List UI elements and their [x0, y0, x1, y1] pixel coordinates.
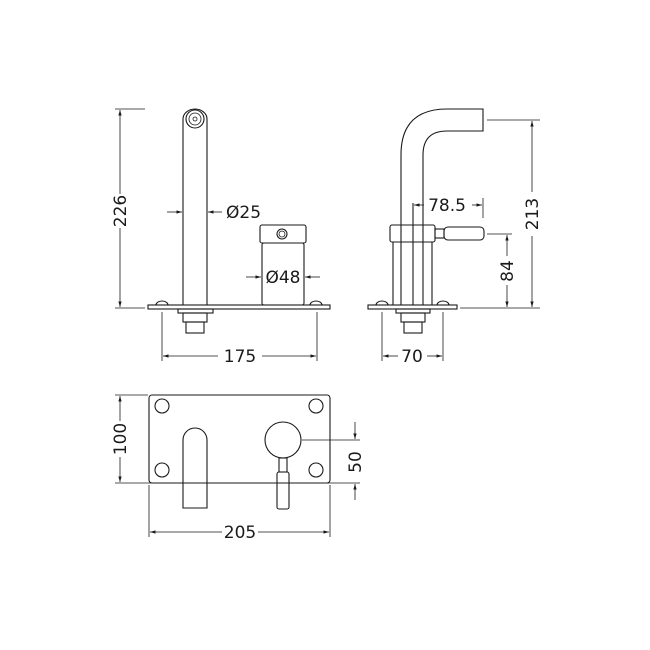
dim-plan-width: 205	[224, 523, 256, 543]
side-spout	[400, 108, 484, 305]
dim-handle-diameter: Ø48	[265, 268, 300, 288]
side-lever-stem	[434, 228, 445, 239]
plan-lever	[276, 471, 290, 510]
front-lever-end	[276, 228, 288, 240]
side-base-plate	[367, 304, 458, 310]
front-tail	[185, 321, 205, 334]
side-handle-body	[392, 242, 433, 305]
plan-lever-stem	[278, 457, 288, 473]
side-plate-screws	[375, 300, 450, 306]
dim-spout-diameter: Ø25	[226, 203, 261, 223]
front-base-plate	[147, 304, 331, 310]
plan-handle	[264, 421, 302, 459]
front-handle-cap	[259, 224, 307, 244]
screw-hole-icons	[154, 398, 324, 478]
dim-front-width: 175	[224, 347, 256, 367]
side-nut	[395, 308, 431, 314]
front-spout	[182, 108, 208, 305]
plan-view: 100 50 205	[111, 394, 366, 543]
plan-back-plate	[148, 394, 331, 484]
front-plate-screws	[155, 300, 323, 306]
side-fixing-nut	[400, 312, 426, 323]
plan-spout	[182, 427, 208, 509]
dim-plan-height: 100	[111, 423, 131, 455]
side-tail	[403, 321, 423, 334]
front-nut	[177, 308, 214, 314]
dim-handle-offset: 50	[346, 451, 366, 473]
side-view: 78.5 213 84 70	[367, 108, 543, 367]
dim-handle-height: 84	[498, 260, 518, 282]
dim-side-width: 70	[401, 347, 423, 367]
side-lever	[443, 226, 485, 241]
dim-projection: 78.5	[428, 196, 466, 216]
aerator-icon	[185, 109, 205, 129]
dim-front-height: 226	[111, 195, 131, 227]
front-fixing-nut	[182, 312, 208, 323]
dim-side-height: 213	[523, 198, 543, 230]
front-view: 226 Ø25 Ø48 175	[111, 108, 331, 367]
